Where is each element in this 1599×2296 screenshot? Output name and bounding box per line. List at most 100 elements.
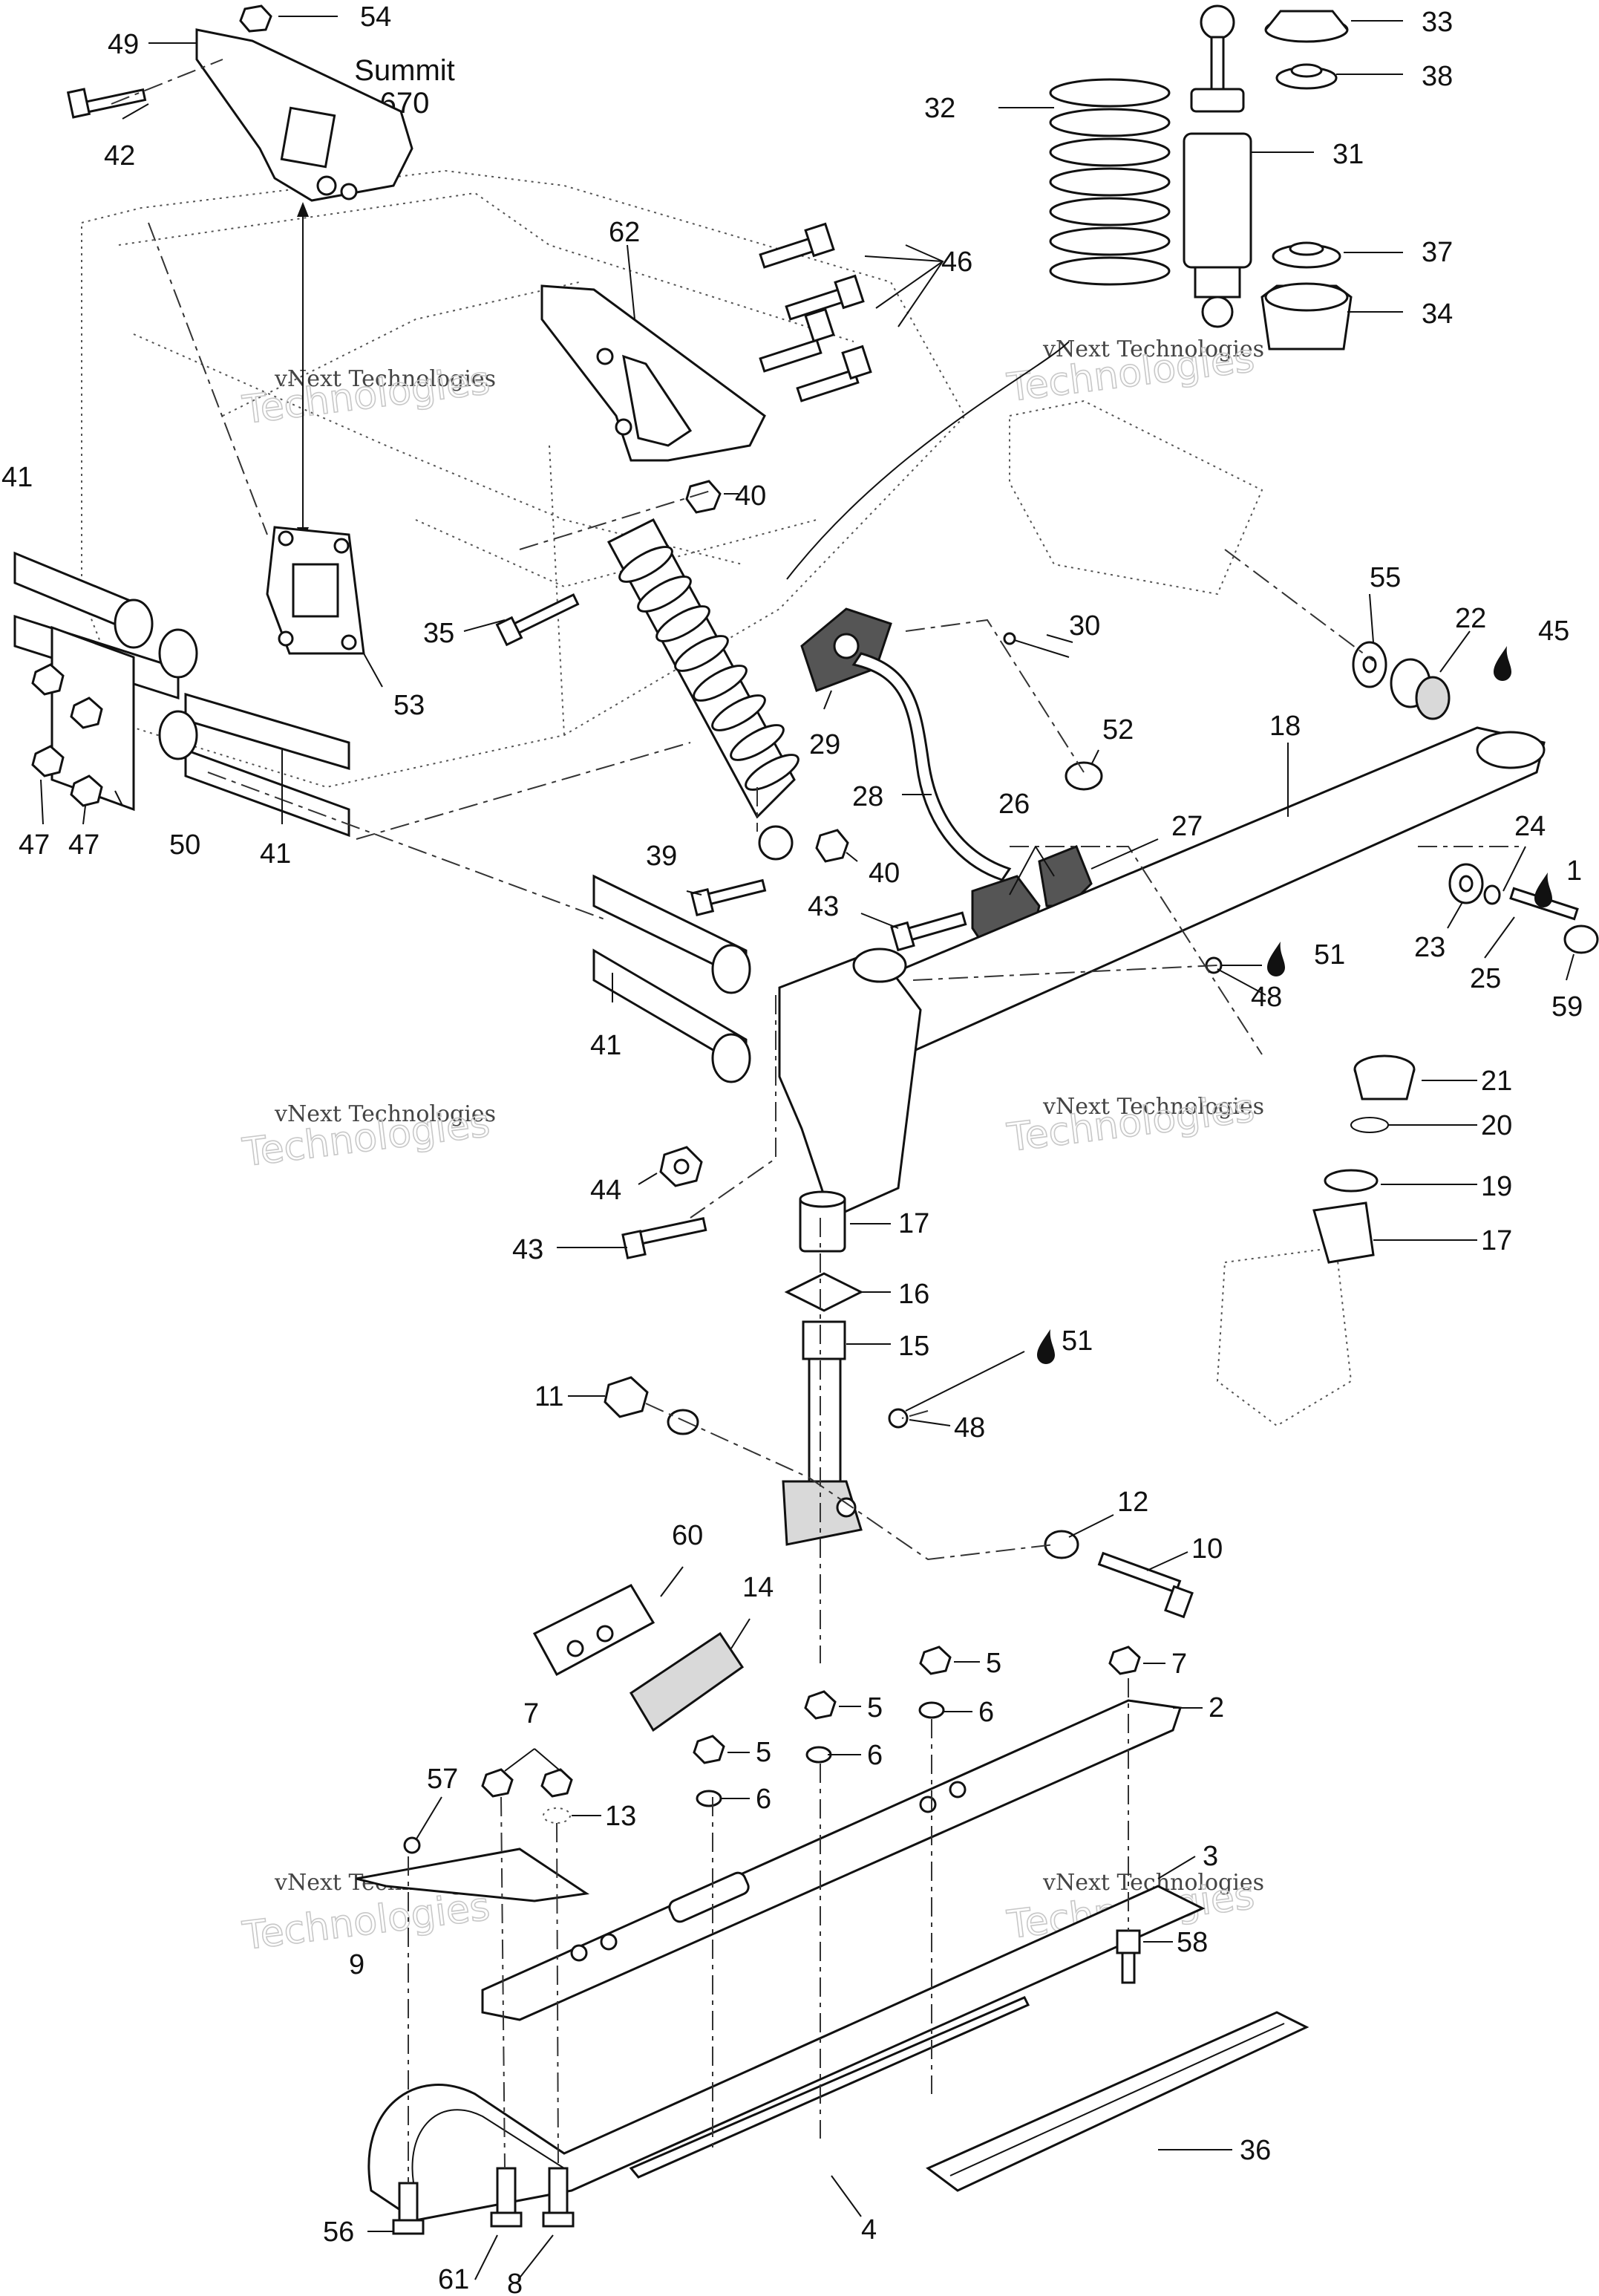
- watermark-2: vNext Technologies Technologies: [1004, 336, 1264, 411]
- grease-fitting-48b: [888, 1408, 909, 1429]
- bolt-39: [690, 878, 767, 917]
- callout-41-middle: 41: [260, 838, 291, 870]
- plate-53: [266, 526, 365, 655]
- callout-43-bottom: 43: [512, 1234, 543, 1265]
- shim-16: [784, 1272, 864, 1312]
- svg-text:vNext Technologies: vNext Technologies: [1042, 1094, 1264, 1120]
- callout-15: 15: [898, 1331, 929, 1362]
- callout-50: 50: [169, 829, 200, 861]
- callout-53: 53: [393, 690, 425, 721]
- callout-8: 8: [507, 2269, 523, 2296]
- watermark-4: vNext Technologies Technologies: [1004, 1086, 1264, 1161]
- bolt-61: [490, 2167, 523, 2228]
- nut-44: [659, 1146, 703, 1187]
- wear-plate-60: [532, 1584, 655, 1677]
- bushing-17b: [1312, 1201, 1375, 1264]
- spring-cup-37: [1272, 241, 1341, 269]
- callout-24: 24: [1514, 811, 1546, 842]
- washer-6a: [918, 1701, 945, 1719]
- nut-7c: [1108, 1646, 1141, 1675]
- callout-40-middle: 40: [869, 858, 900, 889]
- frame-outline: [81, 169, 1353, 1427]
- ski-leg-2: [481, 1699, 1182, 2021]
- spindle-15: [782, 1320, 863, 1546]
- callout-62: 62: [609, 217, 640, 248]
- bolt-35: [495, 593, 580, 647]
- bushing-17a: [799, 1190, 846, 1253]
- callout-32: 32: [924, 93, 955, 124]
- callout-17-right: 17: [1481, 1225, 1512, 1256]
- callout-30: 30: [1069, 610, 1100, 642]
- callout-7-left: 7: [523, 1698, 539, 1729]
- callout-61: 61: [438, 2264, 469, 2295]
- ring-19: [1324, 1169, 1379, 1193]
- callout-51-bottom: 51: [1062, 1325, 1093, 1357]
- block-14: [629, 1631, 745, 1732]
- spring-32: [1049, 78, 1171, 286]
- callout-60: 60: [672, 1520, 703, 1551]
- callout-55: 55: [1370, 562, 1401, 593]
- callout-34: 34: [1422, 299, 1453, 330]
- callout-9: 9: [349, 1949, 364, 1980]
- callout-41-top: 41: [1, 462, 33, 493]
- nut-54: [239, 4, 272, 33]
- nut-40b: [815, 829, 849, 863]
- svg-text:vNext Technologies: vNext Technologies: [1042, 336, 1264, 362]
- callout-19: 19: [1481, 1171, 1512, 1202]
- lubricant-drop-icon: [1534, 873, 1552, 907]
- shock-31: [1183, 4, 1252, 328]
- callout-4: 4: [861, 2214, 877, 2246]
- callout-44: 44: [590, 1175, 621, 1206]
- nut-5a: [919, 1646, 952, 1675]
- washer-6c: [696, 1790, 722, 1807]
- bolt-58: [1116, 1929, 1141, 1984]
- washer-24: [1483, 884, 1501, 905]
- arm-tubes-41: [13, 551, 751, 1083]
- callout-1: 1: [1566, 855, 1582, 887]
- callout-35: 35: [423, 618, 454, 649]
- steering-arm-28: [851, 652, 1012, 881]
- callout-49: 49: [108, 29, 139, 60]
- callout-17-center: 17: [898, 1208, 929, 1239]
- nut-5c: [693, 1735, 725, 1764]
- bushing-12: [1044, 1530, 1079, 1559]
- washer-13: [543, 1807, 571, 1824]
- bolt-8: [542, 2167, 575, 2228]
- callout-18: 18: [1269, 711, 1301, 742]
- leader-lines: [40, 16, 1575, 2280]
- model-note: Summit 670: [354, 54, 455, 120]
- callout-5-top: 5: [986, 1648, 1001, 1679]
- callout-26: 26: [998, 789, 1030, 820]
- cap-59: [1563, 924, 1599, 954]
- watermark-1: vNext Technologies Technologies: [239, 358, 496, 434]
- bracket-62: [540, 284, 766, 462]
- callout-5-center: 5: [867, 1692, 883, 1723]
- callout-29: 29: [809, 729, 840, 760]
- trailing-arm-18: [778, 726, 1546, 1220]
- callout-56: 56: [323, 2217, 354, 2248]
- bolts-46: [759, 222, 872, 402]
- washer-6b: [805, 1746, 832, 1764]
- callout-33: 33: [1422, 7, 1453, 38]
- deflector-9: [356, 1847, 590, 1902]
- steering-arm-29: [800, 607, 892, 692]
- callout-54: 54: [360, 1, 391, 33]
- svg-text:vNext Technologies: vNext Technologies: [274, 366, 496, 392]
- svg-text:vNext Technologies: vNext Technologies: [274, 1101, 496, 1127]
- bolt-43b: [621, 1217, 707, 1259]
- callout-38: 38: [1422, 61, 1453, 92]
- callout-47-right: 47: [68, 829, 99, 861]
- callout-7-right: 7: [1171, 1648, 1187, 1680]
- lubricant-drop-icon: [1037, 1329, 1055, 1364]
- callout-31: 31: [1332, 139, 1364, 170]
- callout-37: 37: [1422, 237, 1453, 268]
- svg-text:Summit: Summit: [354, 54, 455, 87]
- arrow-head-up: [297, 202, 309, 217]
- nut-11: [604, 1376, 699, 1435]
- callout-16: 16: [898, 1279, 929, 1310]
- adjuster-34: [1260, 282, 1353, 350]
- washer-23: [1448, 863, 1484, 904]
- cap-52: [1065, 761, 1103, 791]
- bolt-10: [1097, 1551, 1194, 1619]
- callout-23: 23: [1414, 932, 1445, 963]
